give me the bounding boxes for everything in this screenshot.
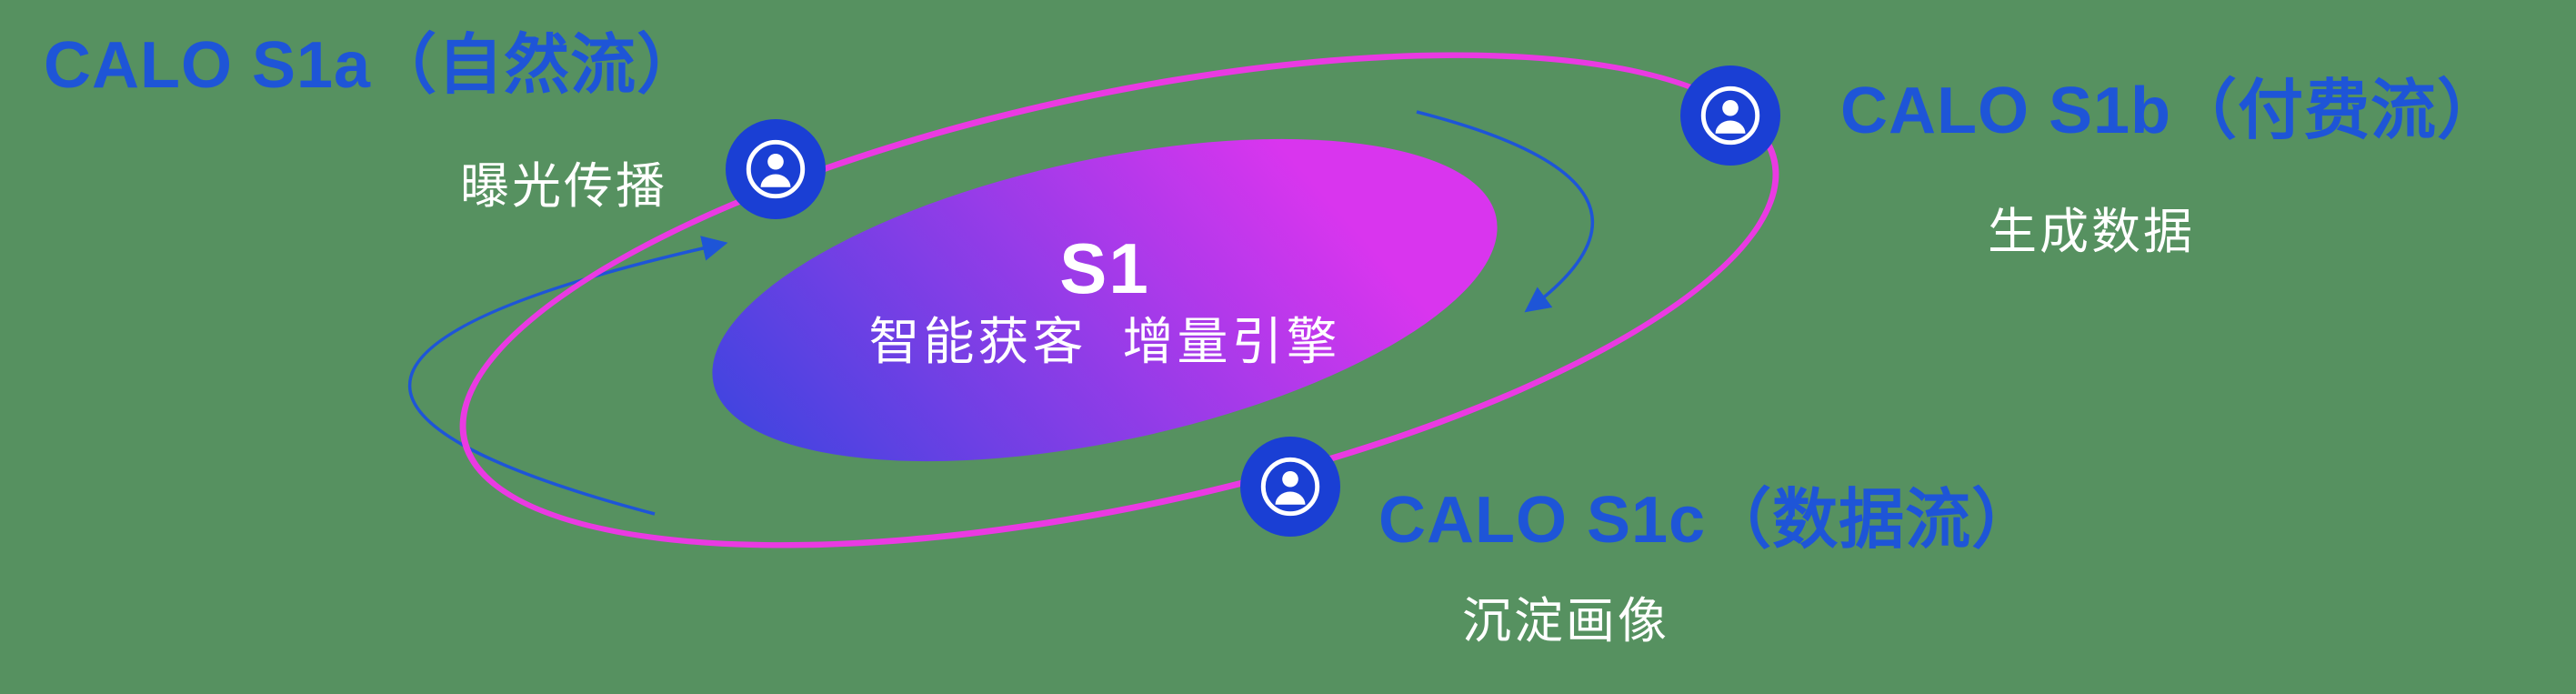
- user-icon: [1680, 65, 1780, 166]
- core-text-block: S1 智能获客 增量引擎: [705, 159, 1505, 441]
- sublabel-s1b: 生成数据: [1988, 205, 2195, 259]
- user-icon: [726, 119, 826, 219]
- label-s1c: CALO S1c（数据流）: [1378, 484, 2039, 557]
- core-subtitle: 智能获客 增量引擎: [868, 313, 1341, 370]
- label-s1a: CALO S1a（自然流）: [44, 29, 704, 102]
- sublabel-s1a: 曝光传播: [460, 159, 667, 214]
- core-title: S1: [1059, 228, 1150, 308]
- label-s1b: CALO S1b（付费流）: [1840, 75, 2504, 147]
- sublabel-s1c: 沉淀画像: [1462, 594, 1669, 649]
- user-icon: [1240, 437, 1340, 537]
